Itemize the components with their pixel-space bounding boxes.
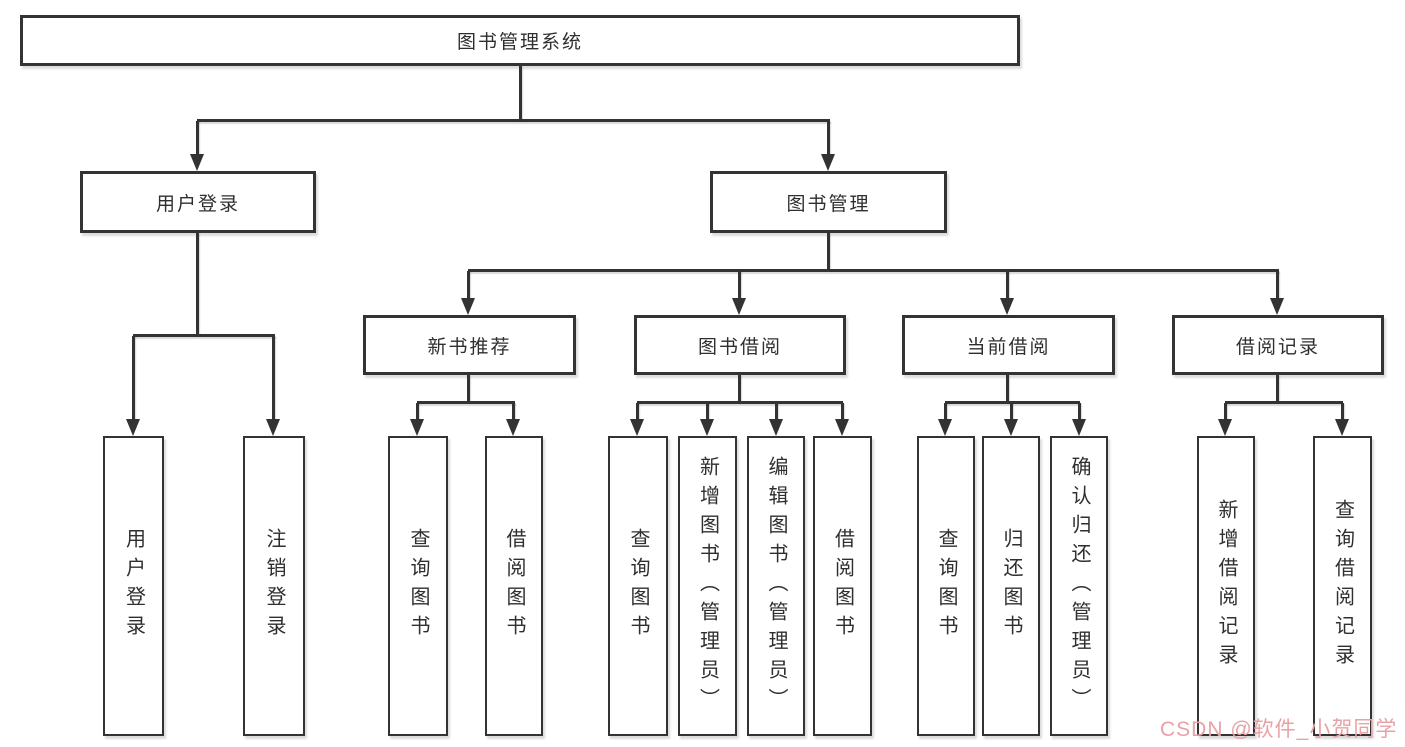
- node-label: 新书推荐: [427, 336, 512, 358]
- arrow-down-icon: [1218, 419, 1232, 436]
- leaf-label: 查询图书: [627, 528, 649, 644]
- node-book-management-system: 图书管理系统: [20, 15, 1020, 66]
- connector-vline: [1010, 403, 1013, 421]
- connector-vline: [1224, 403, 1227, 421]
- connector-vline: [1078, 403, 1081, 421]
- leaf-edit-books-admin: 编辑图书（管理员）: [747, 436, 805, 736]
- leaf-label: 用户登录: [122, 528, 145, 644]
- leaf-return-books: 归还图书: [982, 436, 1040, 736]
- connector-hline: [417, 401, 515, 404]
- connector-vline: [1006, 271, 1009, 299]
- connector-hline: [1225, 401, 1343, 404]
- leaf-query-books: 查询图书: [388, 436, 448, 736]
- leaf-query-borrow-record: 查询借阅记录: [1313, 436, 1372, 736]
- node-book-borrowing: 图书借阅: [634, 315, 846, 375]
- leaf-label: 查询借阅记录: [1331, 499, 1354, 673]
- arrow-down-icon: [700, 419, 714, 436]
- node-label: 借阅记录: [1235, 336, 1320, 358]
- connector-vline: [272, 336, 275, 420]
- leaf-confirm-return-admin: 确认归还（管理员）: [1050, 436, 1108, 736]
- leaf-label: 注销登录: [263, 528, 285, 644]
- arrow-down-icon: [1000, 298, 1014, 315]
- node-label: 图书管理: [786, 193, 871, 215]
- leaf-label: 新增借阅记录: [1215, 499, 1237, 673]
- connector-vline: [827, 233, 830, 271]
- connector-vline: [1276, 375, 1279, 403]
- connector-hline: [468, 269, 1279, 272]
- connector-vline: [416, 403, 419, 421]
- connector-vline: [467, 271, 470, 299]
- csdn-watermark: CSDN @软件_小贺同学: [1160, 718, 1398, 741]
- node-label: 用户登录: [155, 193, 240, 215]
- connector-vline: [636, 403, 639, 421]
- arrow-down-icon: [190, 154, 204, 171]
- leaf-label: 编辑图书（管理员）: [765, 455, 787, 717]
- arrow-down-icon: [410, 419, 424, 436]
- leaf-label: 借阅图书: [831, 528, 854, 644]
- leaf-borrow-books: 借阅图书: [485, 436, 543, 736]
- arrow-down-icon: [732, 298, 746, 315]
- leaf-logout: 注销登录: [243, 436, 305, 736]
- leaf-borrow-books: 借阅图书: [813, 436, 872, 736]
- connector-vline: [1276, 271, 1279, 299]
- node-current-borrowing: 当前借阅: [902, 315, 1115, 375]
- arrow-down-icon: [1072, 419, 1086, 436]
- leaf-label: 新增图书（管理员）: [696, 455, 719, 717]
- leaf-query-books: 查询图书: [608, 436, 668, 736]
- leaf-label: 查询图书: [935, 528, 957, 644]
- connector-vline: [467, 375, 470, 403]
- leaf-user-login: 用户登录: [103, 436, 164, 736]
- connector-vline: [132, 336, 135, 420]
- node-borrowing-records: 借阅记录: [1172, 315, 1384, 375]
- leaf-label: 确认归还（管理员）: [1068, 455, 1090, 717]
- arrow-down-icon: [630, 419, 644, 436]
- connector-vline: [519, 66, 522, 121]
- arrow-down-icon: [1270, 298, 1284, 315]
- connector-vline: [1006, 375, 1009, 403]
- leaf-label: 归还图书: [1000, 528, 1022, 644]
- arrow-down-icon: [1004, 419, 1018, 436]
- connector-vline: [738, 271, 741, 299]
- leaf-query-books: 查询图书: [917, 436, 975, 736]
- arrow-down-icon: [835, 419, 849, 436]
- leaf-add-books-admin: 新增图书（管理员）: [678, 436, 737, 736]
- connector-hline: [945, 401, 1080, 404]
- arrow-down-icon: [1335, 419, 1349, 436]
- node-label: 图书管理系统: [456, 32, 583, 53]
- leaf-add-borrow-record: 新增借阅记录: [1197, 436, 1255, 736]
- arrow-down-icon: [821, 154, 835, 171]
- connector-hline: [197, 119, 830, 122]
- arrow-down-icon: [506, 419, 520, 436]
- arrow-down-icon: [938, 419, 952, 436]
- node-label: 当前借阅: [966, 336, 1051, 358]
- connector-vline: [1341, 403, 1344, 421]
- connector-hline: [637, 401, 843, 404]
- connector-vline: [827, 121, 830, 157]
- connector-vline: [841, 403, 844, 421]
- arrow-down-icon: [266, 419, 280, 436]
- connector-vline: [944, 403, 947, 421]
- arrow-down-icon: [126, 419, 140, 436]
- arrow-down-icon: [461, 298, 475, 315]
- node-new-book-recommend: 新书推荐: [363, 315, 576, 375]
- node-label: 图书借阅: [697, 336, 782, 358]
- connector-vline: [196, 121, 199, 157]
- connector-hline: [133, 334, 275, 337]
- arrow-down-icon: [769, 419, 783, 436]
- leaf-label: 查询图书: [407, 528, 429, 644]
- node-user-login: 用户登录: [80, 171, 316, 233]
- node-book-management: 图书管理: [710, 171, 947, 233]
- connector-vline: [196, 233, 199, 336]
- connector-vline: [775, 403, 778, 421]
- leaf-label: 借阅图书: [503, 528, 525, 644]
- connector-vline: [706, 403, 709, 421]
- connector-vline: [512, 403, 515, 421]
- connector-vline: [738, 375, 741, 403]
